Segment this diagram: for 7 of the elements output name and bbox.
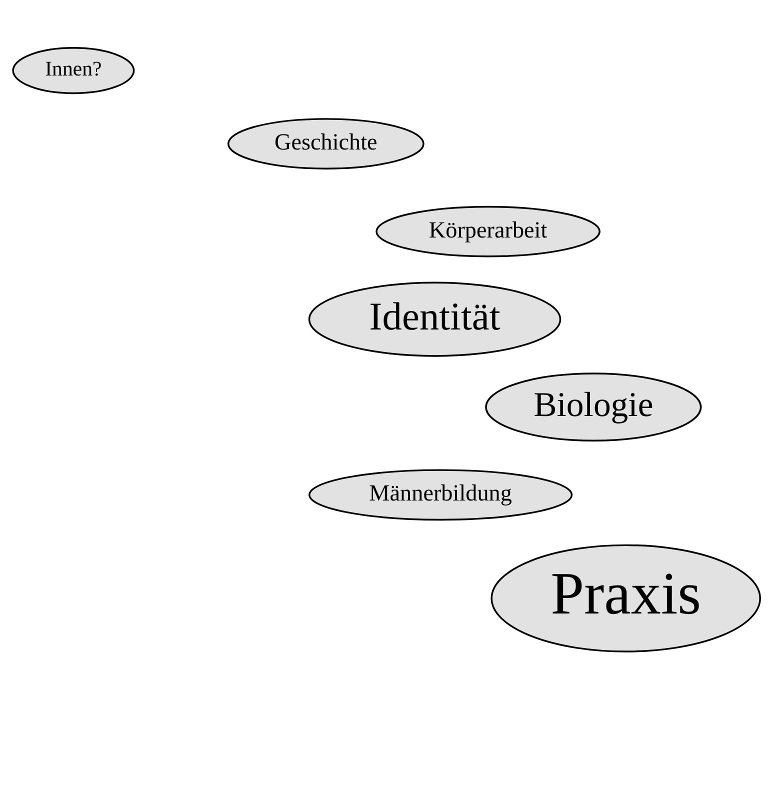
node-ellipse: Biologie bbox=[485, 372, 702, 442]
node-ellipse: Männerbildung bbox=[308, 469, 573, 521]
node-ellipse: Identität bbox=[308, 282, 562, 357]
node-ellipse: Innen? bbox=[12, 47, 135, 94]
node-ellipse: Körperarbeit bbox=[376, 206, 600, 258]
node-ellipse: Geschichte bbox=[227, 118, 424, 170]
node-ellipse: Praxis bbox=[490, 544, 761, 652]
